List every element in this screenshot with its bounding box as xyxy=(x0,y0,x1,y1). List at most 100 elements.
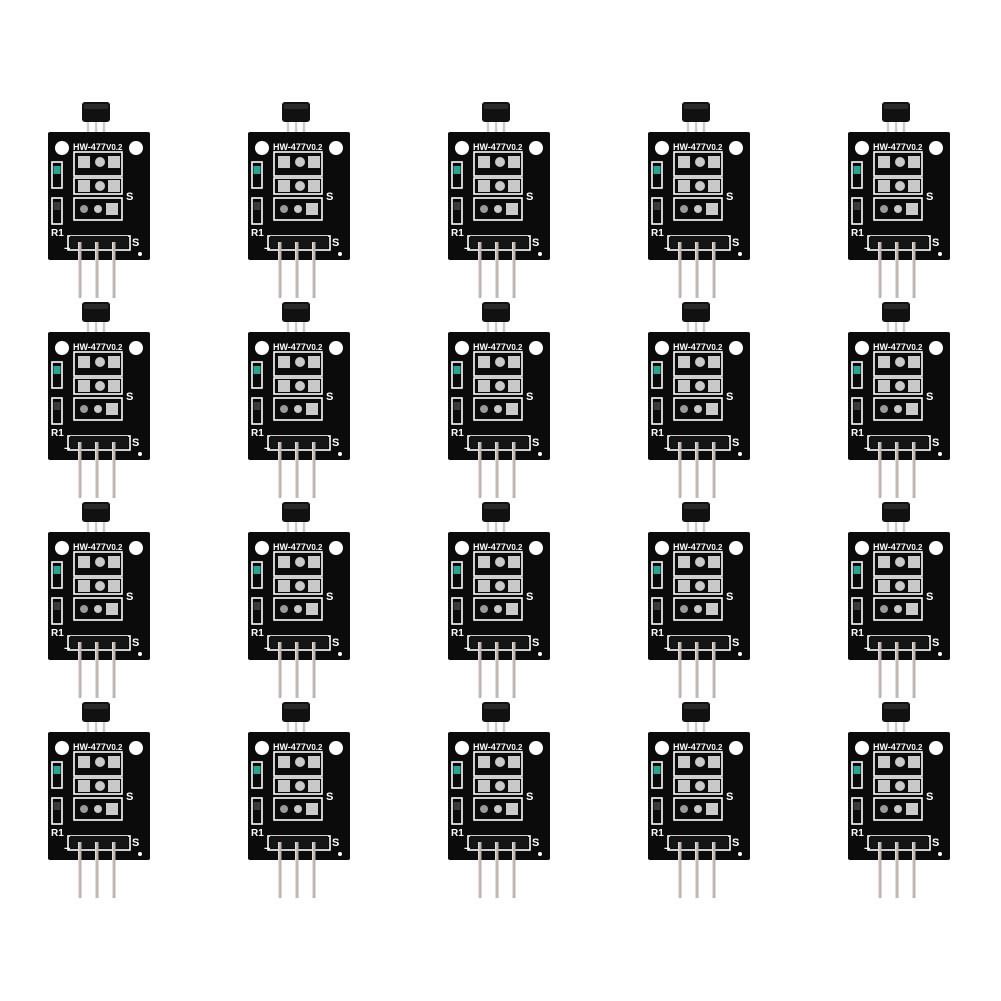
signal-label-lower: S xyxy=(132,637,139,649)
mounting-hole xyxy=(529,141,543,155)
model-label: HW-477 xyxy=(873,542,906,552)
ground-label: − xyxy=(64,243,70,255)
mounting-hole xyxy=(329,141,343,155)
model-label: HW-477 xyxy=(273,142,306,152)
mounting-hole xyxy=(529,341,543,355)
mounting-hole xyxy=(55,541,69,555)
mounting-hole xyxy=(729,741,743,755)
mounting-hole xyxy=(929,141,943,155)
mounting-hole xyxy=(929,541,943,555)
header-pins xyxy=(278,642,316,698)
solder-pads xyxy=(78,556,120,615)
solder-pads xyxy=(478,156,520,215)
signal-label-lower: S xyxy=(132,237,139,249)
mounting-hole xyxy=(129,141,143,155)
signal-label-upper: S xyxy=(726,191,733,203)
ground-label: − xyxy=(464,243,470,255)
signal-label-lower: S xyxy=(732,437,739,449)
smd-component xyxy=(253,802,261,810)
signal-label-lower: S xyxy=(932,837,939,849)
led-indicator xyxy=(53,566,61,574)
version-label: V0.2 xyxy=(306,143,323,152)
hall-sensor-module: HW-477 V0.2 S R1 S − xyxy=(40,500,152,700)
smd-component xyxy=(853,802,861,810)
model-label: HW-477 xyxy=(73,142,106,152)
solder-pads xyxy=(678,156,720,215)
mounting-hole xyxy=(929,341,943,355)
resistor-label: R1 xyxy=(51,828,64,839)
silkscreen-outlines xyxy=(651,351,731,451)
header-pins xyxy=(678,642,716,698)
mounting-hole xyxy=(529,541,543,555)
hall-sensor-module: HW-477 V0.2 S R1 S − xyxy=(240,500,352,700)
signal-label-upper: S xyxy=(726,791,733,803)
module-drawing: HW-477 V0.2 S R1 S − xyxy=(848,502,950,698)
version-label: V0.2 xyxy=(706,543,723,552)
ground-label: − xyxy=(264,243,270,255)
signal-label-lower: S xyxy=(132,437,139,449)
hall-sensor-module: HW-477 V0.2 S R1 S − xyxy=(840,100,952,300)
mounting-hole xyxy=(55,741,69,755)
module-drawing: HW-477 V0.2 S R1 S − xyxy=(48,302,150,498)
solder-pads xyxy=(78,156,120,215)
module-drawing: HW-477 V0.2 S R1 S − xyxy=(448,702,550,898)
model-label: HW-477 xyxy=(273,742,306,752)
version-label: V0.2 xyxy=(106,543,123,552)
signal-label-lower: S xyxy=(732,837,739,849)
module-drawing: HW-477 V0.2 S R1 S − xyxy=(248,102,350,298)
ground-label: − xyxy=(64,443,70,455)
header-pins xyxy=(78,242,116,298)
resistor-label: R1 xyxy=(451,428,464,439)
signal-label-upper: S xyxy=(326,591,333,603)
mounting-hole xyxy=(729,341,743,355)
mounting-hole xyxy=(255,141,269,155)
mounting-hole xyxy=(855,541,869,555)
header-pins xyxy=(878,842,916,898)
led-indicator xyxy=(453,366,461,374)
led-indicator xyxy=(453,166,461,174)
version-label: V0.2 xyxy=(906,743,923,752)
led-indicator xyxy=(853,566,861,574)
model-label: HW-477 xyxy=(873,142,906,152)
header-pins xyxy=(878,642,916,698)
smd-component xyxy=(453,202,461,210)
module-drawing: HW-477 V0.2 S R1 S − xyxy=(248,302,350,498)
mounting-hole xyxy=(729,141,743,155)
model-label: HW-477 xyxy=(473,342,506,352)
version-label: V0.2 xyxy=(906,143,923,152)
version-label: V0.2 xyxy=(106,143,123,152)
signal-label-lower: S xyxy=(532,437,539,449)
led-indicator xyxy=(53,766,61,774)
signal-label-upper: S xyxy=(926,591,933,603)
smd-component xyxy=(453,402,461,410)
hall-sensor-module: HW-477 V0.2 S R1 S − xyxy=(640,500,752,700)
signal-label-lower: S xyxy=(932,637,939,649)
resistor-label: R1 xyxy=(451,828,464,839)
resistor-label: R1 xyxy=(651,628,664,639)
header-pins xyxy=(278,842,316,898)
module-drawing: HW-477 V0.2 S R1 S − xyxy=(448,102,550,298)
header-pins xyxy=(278,442,316,498)
ground-label: − xyxy=(264,443,270,455)
smd-component xyxy=(253,602,261,610)
smd-component xyxy=(253,402,261,410)
hall-sensor-module: HW-477 V0.2 S R1 S − xyxy=(640,100,752,300)
module-drawing: HW-477 V0.2 S R1 S − xyxy=(648,702,750,898)
mounting-hole xyxy=(855,341,869,355)
version-label: V0.2 xyxy=(706,743,723,752)
signal-label-upper: S xyxy=(326,391,333,403)
version-label: V0.2 xyxy=(106,343,123,352)
signal-label-upper: S xyxy=(526,391,533,403)
version-label: V0.2 xyxy=(506,343,523,352)
header-pins xyxy=(278,242,316,298)
mounting-hole xyxy=(655,341,669,355)
signal-label-lower: S xyxy=(532,837,539,849)
ground-label: − xyxy=(64,843,70,855)
hall-sensor-module: HW-477 V0.2 S R1 S − xyxy=(40,700,152,900)
hall-sensor-module: HW-477 V0.2 S R1 S − xyxy=(240,100,352,300)
header-pins xyxy=(678,242,716,298)
header-pins xyxy=(478,242,516,298)
version-label: V0.2 xyxy=(706,143,723,152)
led-indicator xyxy=(853,766,861,774)
mounting-hole xyxy=(255,341,269,355)
